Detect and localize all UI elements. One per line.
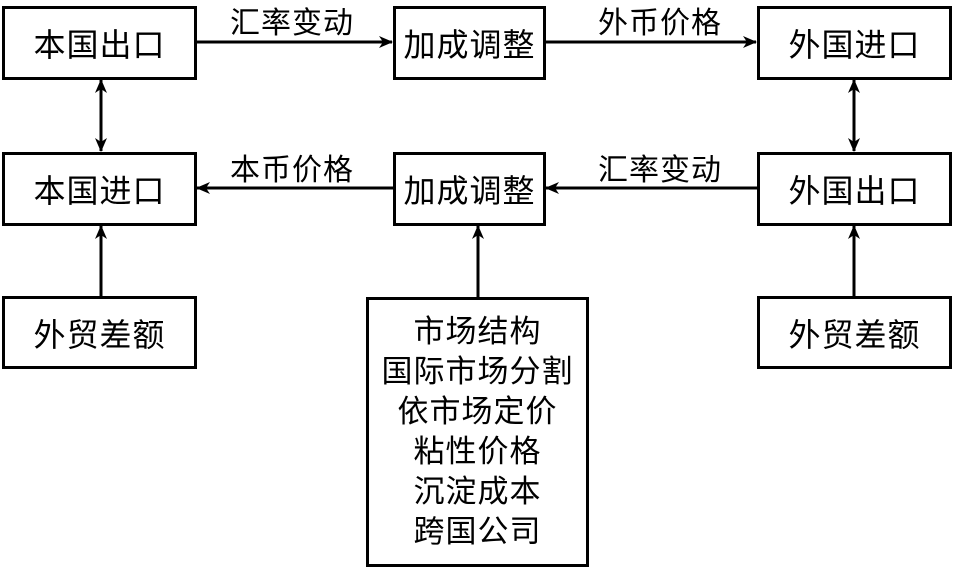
node-label: 本国进口: [33, 172, 166, 210]
factor-item: 沉淀成本: [413, 474, 542, 510]
node-foreign-export: 外国出口: [757, 152, 952, 226]
node-label: 外贸差额: [33, 315, 166, 354]
node-markup-adjustment-bottom: 加成调整: [393, 152, 546, 226]
node-home-export: 本国出口: [2, 6, 197, 80]
edge-label-foreign-currency-price: 外币价格: [598, 6, 722, 41]
node-foreign-import: 外国进口: [757, 6, 952, 80]
node-foreign-trade-balance: 外贸差额: [757, 296, 952, 369]
node-label: 加成调整: [403, 26, 536, 64]
factor-item: 国际市场分割: [381, 354, 574, 390]
node-label: 本国出口: [33, 26, 166, 64]
node-label: 外贸差额: [788, 315, 921, 354]
factor-item: 粘性价格: [413, 434, 542, 470]
factor-item: 市场结构: [413, 314, 542, 350]
node-markup-adjustment-top: 加成调整: [393, 6, 546, 80]
factor-item: 依市场定价: [397, 394, 558, 430]
edge-label-home-currency-price: 本币价格: [230, 153, 354, 188]
node-label: 外国出口: [788, 172, 921, 210]
edge-label-exchange-rate-change-bottom: 汇率变动: [598, 153, 722, 188]
node-pricing-factors: 市场结构 国际市场分割 依市场定价 粘性价格 沉淀成本 跨国公司: [366, 297, 589, 567]
node-home-import: 本国进口: [2, 152, 197, 226]
node-label: 外国进口: [788, 26, 921, 64]
node-label: 加成调整: [403, 172, 536, 210]
node-home-trade-balance: 外贸差额: [2, 296, 197, 369]
edge-label-exchange-rate-change-top: 汇率变动: [230, 6, 354, 41]
factor-item: 跨国公司: [413, 514, 542, 550]
